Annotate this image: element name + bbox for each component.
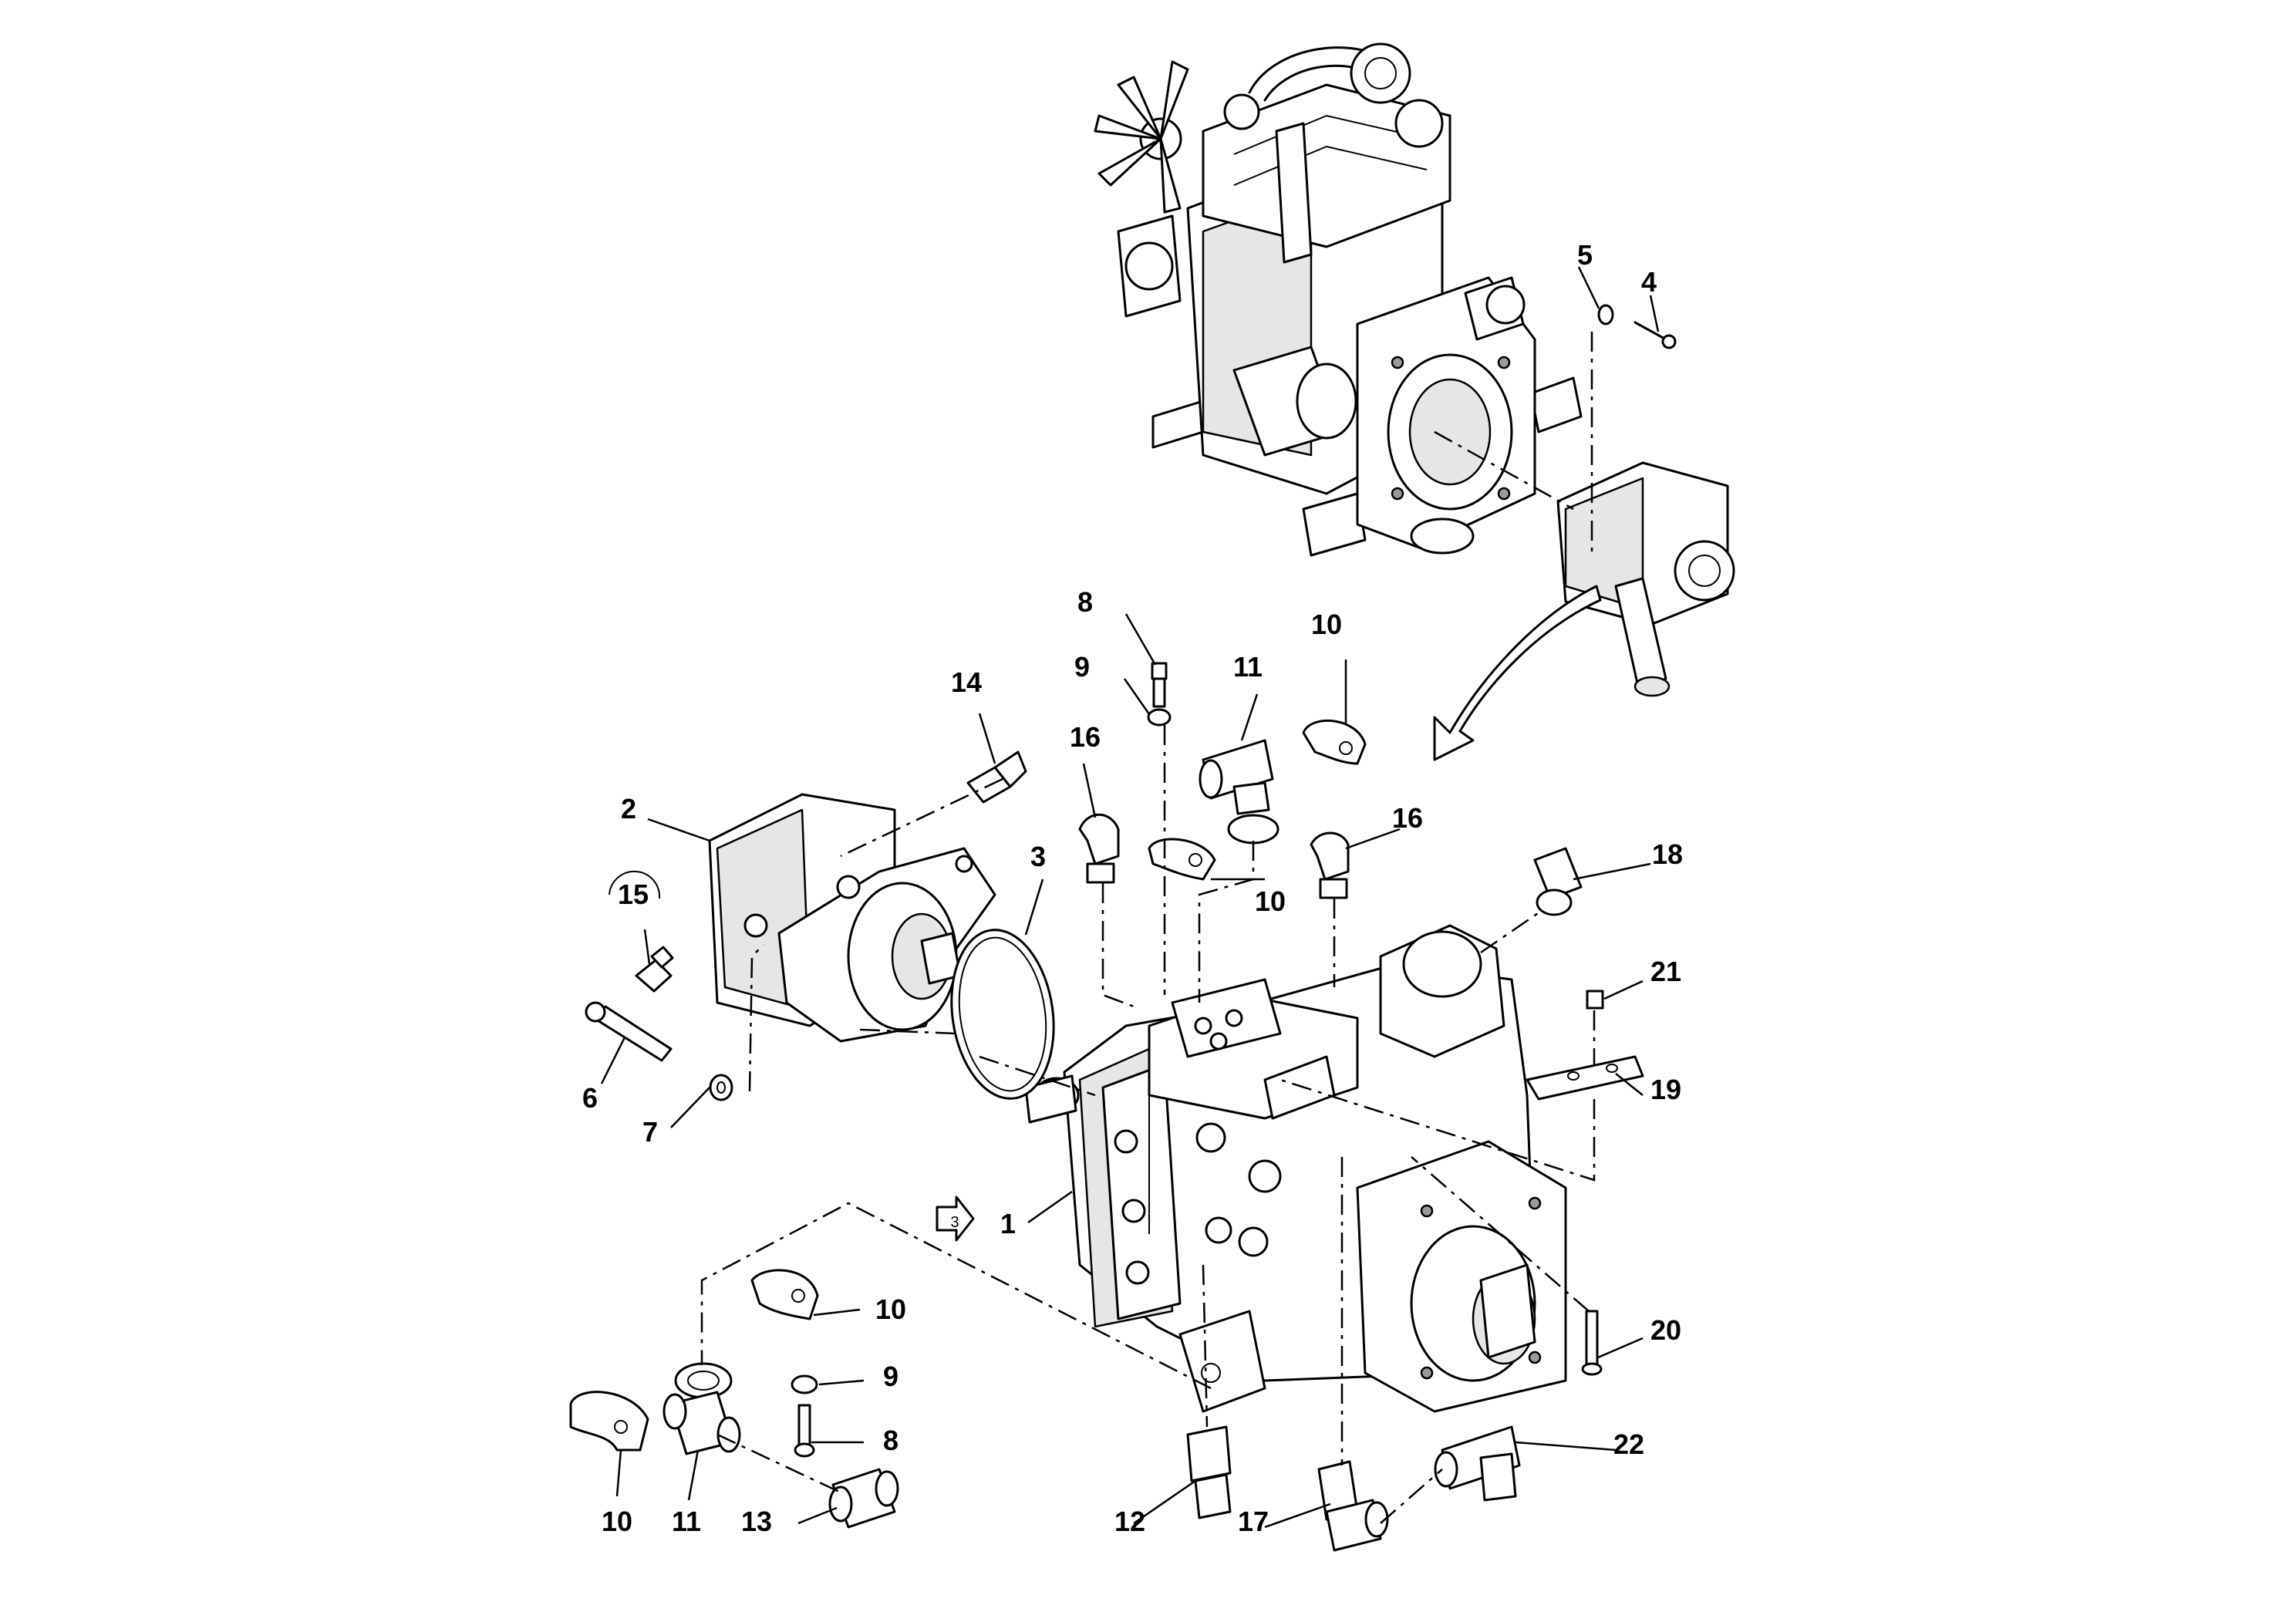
reference-arrow-label: 3 xyxy=(950,1214,959,1231)
leader-lines xyxy=(600,266,1660,1529)
callout-9-lower: 9 xyxy=(883,1361,899,1392)
callout-19: 19 xyxy=(1650,1074,1681,1105)
gear-pump-2 xyxy=(708,793,996,1043)
elbow-13 xyxy=(828,1468,899,1529)
bolt-8-lower xyxy=(794,1404,815,1458)
engine-assembly xyxy=(1094,42,1583,557)
callout-16-left: 16 xyxy=(1070,721,1101,753)
tee-fitting-11-top xyxy=(1199,739,1279,845)
bolt-6 xyxy=(585,1001,673,1062)
o-ring-3 xyxy=(950,929,1055,1100)
callout-9-top: 9 xyxy=(1074,651,1090,683)
callout-10-top: 10 xyxy=(1311,609,1342,640)
callout-4: 4 xyxy=(1641,266,1657,298)
plate-19 xyxy=(1526,1055,1644,1101)
fitting-18 xyxy=(1533,847,1583,916)
tee-22 xyxy=(1434,1425,1521,1502)
reference-arrow-3: 3 xyxy=(936,1195,975,1242)
assembly-lines xyxy=(700,725,1596,1524)
elbow-16-right xyxy=(1310,831,1350,899)
clamp-10-upper xyxy=(1302,719,1367,765)
bolt-8-top xyxy=(1151,662,1168,708)
fitting-14 xyxy=(966,750,1027,804)
callout-3: 3 xyxy=(1030,841,1046,872)
elbow-17 xyxy=(1317,1460,1389,1552)
callout-13: 13 xyxy=(741,1506,772,1537)
callout-10-bottom: 10 xyxy=(602,1506,632,1537)
nut-21 xyxy=(1586,990,1604,1010)
callout-18: 18 xyxy=(1652,838,1683,870)
callout-10-mid: 10 xyxy=(1255,885,1286,917)
callout-22: 22 xyxy=(1613,1428,1644,1460)
callout-labels: 5 4 8 9 10 11 14 16 16 2 3 15 10 18 21 1… xyxy=(582,239,1683,1537)
fan xyxy=(1094,60,1189,214)
clamp-10-lower xyxy=(1148,838,1216,881)
washer-9-lower xyxy=(791,1374,818,1394)
fitting-12 xyxy=(1186,1425,1232,1519)
curved-arrow xyxy=(1433,585,1602,761)
callout-2: 2 xyxy=(621,793,636,824)
callout-5: 5 xyxy=(1577,239,1593,271)
callout-15-arc xyxy=(609,870,661,899)
callout-1: 1 xyxy=(1000,1208,1016,1239)
callout-12: 12 xyxy=(1114,1506,1145,1537)
bolt-4 xyxy=(1633,321,1677,349)
callout-15: 15 xyxy=(618,878,649,910)
callout-8-lower: 8 xyxy=(883,1425,899,1456)
pump-assembly-mini xyxy=(1556,461,1735,697)
callout-8-top: 8 xyxy=(1077,586,1093,618)
callout-11-lower: 11 xyxy=(672,1506,701,1537)
washer-5 xyxy=(1597,304,1614,325)
flywheel-housing xyxy=(1356,276,1536,555)
bolt-20 xyxy=(1581,1310,1603,1376)
washer-7 xyxy=(709,1074,733,1101)
fitting-15 xyxy=(635,946,674,993)
callout-10-lower: 10 xyxy=(875,1293,906,1325)
callout-6: 6 xyxy=(582,1082,598,1114)
callout-16-right: 16 xyxy=(1392,802,1423,834)
callout-17: 17 xyxy=(1238,1506,1269,1537)
callout-11-top: 11 xyxy=(1233,651,1263,683)
main-pump-1 xyxy=(1024,924,1567,1413)
clamp-10-lower-left-a xyxy=(750,1269,819,1320)
callout-7: 7 xyxy=(642,1116,658,1148)
callout-14: 14 xyxy=(951,666,982,698)
callout-20: 20 xyxy=(1650,1314,1681,1346)
washer-9-top xyxy=(1147,708,1172,727)
tee-fitting-11-lower xyxy=(663,1362,741,1455)
clamp-10-lower-left-b xyxy=(569,1391,649,1452)
callout-21: 21 xyxy=(1650,956,1681,987)
elbow-16-left xyxy=(1078,813,1120,884)
